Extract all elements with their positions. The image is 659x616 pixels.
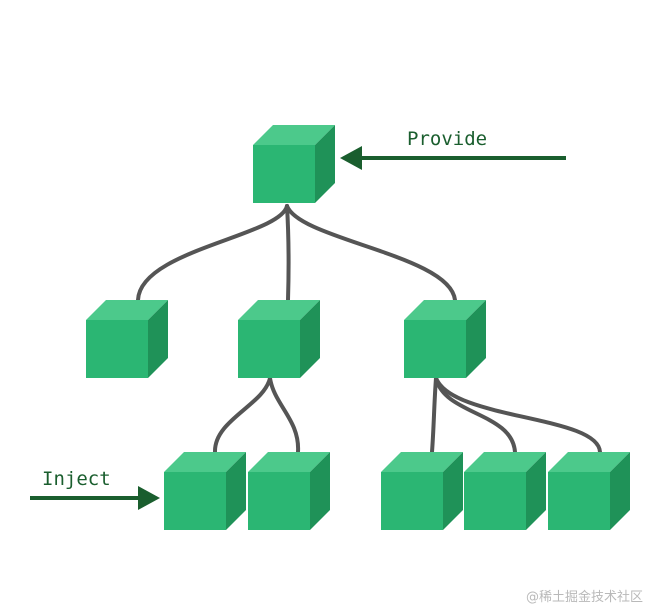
connector-root-to-child-right xyxy=(285,204,457,302)
connector-child-middle-to-grandchild-1 xyxy=(212,376,272,454)
cube-top-face xyxy=(164,452,246,472)
cube-front-face xyxy=(404,320,466,378)
cube-side-face xyxy=(610,452,630,530)
connector-root-to-child-middle xyxy=(285,204,291,302)
cube-top-face xyxy=(404,300,486,320)
inject-label: Inject xyxy=(42,468,111,490)
cube-top-face xyxy=(381,452,463,472)
provide-label: Provide xyxy=(407,128,487,150)
cube-child-right xyxy=(404,300,486,378)
cube-front-face xyxy=(86,320,148,378)
cube-side-face xyxy=(148,300,168,378)
cube-top-face xyxy=(238,300,320,320)
cube-front-face xyxy=(238,320,300,378)
cube-child-left xyxy=(86,300,168,378)
cube-front-face xyxy=(548,472,610,530)
cube-side-face xyxy=(226,452,246,530)
cube-top-face xyxy=(248,452,330,472)
connector-root-to-child-left xyxy=(136,204,289,302)
provide-arrow xyxy=(340,146,566,170)
cube-grandchild-3 xyxy=(381,452,463,530)
cube-top-face xyxy=(86,300,168,320)
cube-root xyxy=(253,125,335,203)
cube-side-face xyxy=(300,300,320,378)
cube-front-face xyxy=(248,472,310,530)
cube-side-face xyxy=(526,452,546,530)
cube-front-face xyxy=(464,472,526,530)
cube-child-middle xyxy=(238,300,320,378)
cube-front-face xyxy=(164,472,226,530)
watermark: @稀土掘金技术社区 xyxy=(526,589,643,605)
provide-arrow-head xyxy=(340,146,362,170)
connector-child-middle-to-grandchild-2 xyxy=(268,376,301,454)
tree-connectors xyxy=(136,204,602,454)
cube-top-face xyxy=(548,452,630,472)
cube-top-face xyxy=(464,452,546,472)
cube-front-face xyxy=(253,145,315,203)
cube-front-face xyxy=(381,472,443,530)
cube-side-face xyxy=(315,125,335,203)
cube-side-face xyxy=(466,300,486,378)
connector-child-right-to-grandchild-5 xyxy=(434,376,602,454)
inject-arrow xyxy=(30,486,160,510)
cube-top-face xyxy=(253,125,335,145)
cube-side-face xyxy=(310,452,330,530)
inject-arrow-head xyxy=(138,486,160,510)
connector-child-right-to-grandchild-4 xyxy=(434,376,517,454)
cube-grandchild-1 xyxy=(164,452,246,530)
cube-grandchild-4 xyxy=(464,452,546,530)
connector-child-right-to-grandchild-3 xyxy=(430,376,438,454)
cube-side-face xyxy=(443,452,463,530)
cube-grandchild-2 xyxy=(248,452,330,530)
cube-nodes xyxy=(86,125,630,530)
cube-grandchild-5 xyxy=(548,452,630,530)
